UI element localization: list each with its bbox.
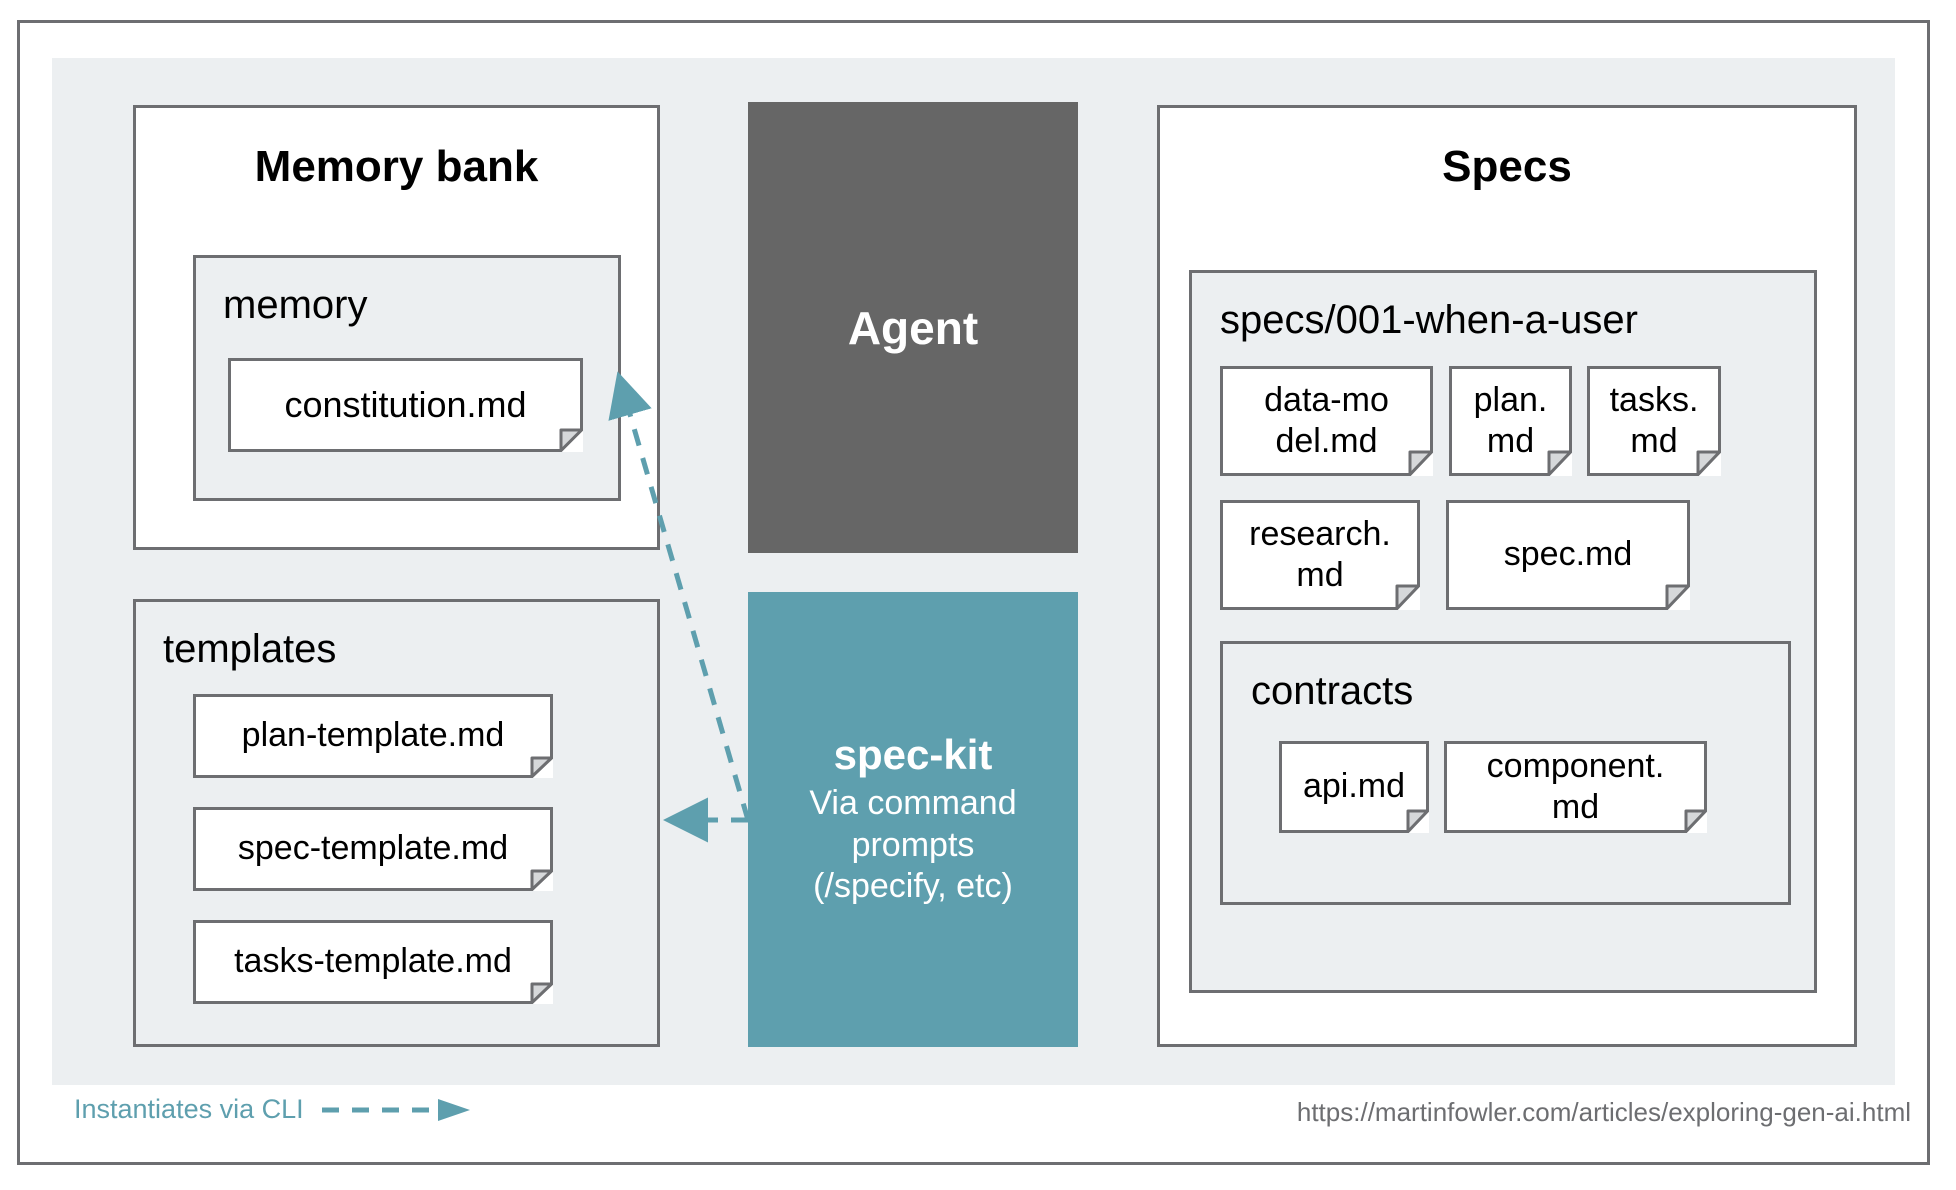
file-card-label: api.md <box>1302 767 1406 806</box>
file-card-label: spec.md <box>1503 535 1633 574</box>
file-shape-icon <box>1449 366 1572 476</box>
contracts-title: contracts <box>1251 669 1414 713</box>
file-card-label: constitution.md <box>284 384 527 426</box>
file-card-tasks-template-md[interactable]: tasks-template.md <box>193 920 553 1004</box>
file-card-spec-md[interactable]: spec.md <box>1446 500 1690 610</box>
spec-kit-label: spec-kit <box>833 731 993 779</box>
file-card-label: plan-template.md <box>241 716 505 755</box>
group-memory-bank: Memory bank memory constitution.md <box>133 105 660 550</box>
file-card-label: data-mo del.md <box>1264 380 1389 460</box>
file-card-research-md[interactable]: research. md <box>1220 500 1420 610</box>
memory-title: memory <box>223 283 368 327</box>
legend-dashed-arrow-icon <box>321 1098 470 1121</box>
file-shape-icon <box>193 807 553 891</box>
file-card-plan-md[interactable]: plan. md <box>1449 366 1572 476</box>
file-shape-icon <box>1587 366 1721 476</box>
source-url: https://martinfowler.com/articles/explor… <box>1296 1097 1911 1127</box>
file-shape-icon <box>1220 366 1433 476</box>
file-shape-icon <box>193 694 553 778</box>
group-contracts: contracts api.md component. md <box>1220 641 1791 905</box>
file-shape-icon <box>228 358 583 452</box>
file-shape-icon <box>1444 741 1707 833</box>
legend: Instantiates via CLI <box>74 1094 475 1125</box>
file-card-label: tasks. md <box>1609 380 1699 460</box>
templates-title: templates <box>163 627 337 671</box>
file-card-plan-template-md[interactable]: plan-template.md <box>193 694 553 778</box>
file-card-label: component. md <box>1486 746 1665 826</box>
file-card-component-md[interactable]: component. md <box>1444 741 1707 833</box>
file-card-spec-template-md[interactable]: spec-template.md <box>193 807 553 891</box>
spec-feature-title: specs/001-when-a-user <box>1220 298 1638 342</box>
group-templates: templates plan-template.md spec-template… <box>133 599 660 1047</box>
block-spec-kit[interactable]: spec-kit Via command prompts (/specify, … <box>748 592 1078 1047</box>
group-memory: memory constitution.md <box>193 255 621 501</box>
file-card-constitution-md[interactable]: constitution.md <box>228 358 583 452</box>
group-specs: Specs specs/001-when-a-user data-mo del.… <box>1157 105 1857 1047</box>
file-card-tasks-md[interactable]: tasks. md <box>1587 366 1721 476</box>
file-shape-icon <box>1220 500 1420 610</box>
agent-label: Agent <box>847 301 979 354</box>
spec-kit-sublabel: Via command prompts (/specify, etc) <box>809 784 1017 906</box>
group-spec-feature: specs/001-when-a-user data-mo del.md pla… <box>1189 270 1817 993</box>
specs-title: Specs <box>1442 142 1572 191</box>
file-shape-icon <box>193 920 553 1004</box>
file-card-data-model-md[interactable]: data-mo del.md <box>1220 366 1433 476</box>
file-card-label: spec-template.md <box>237 829 509 868</box>
file-shape-icon <box>1279 741 1429 833</box>
file-card-label: tasks-template.md <box>234 942 512 981</box>
file-shape-icon <box>1446 500 1690 610</box>
memory-bank-title: Memory bank <box>254 142 539 191</box>
file-card-api-md[interactable]: api.md <box>1279 741 1429 833</box>
file-card-label: plan. md <box>1473 380 1548 460</box>
file-card-label: research. md <box>1249 514 1391 594</box>
legend-label: Instantiates via CLI <box>74 1094 304 1124</box>
block-agent[interactable]: Agent <box>748 102 1078 553</box>
